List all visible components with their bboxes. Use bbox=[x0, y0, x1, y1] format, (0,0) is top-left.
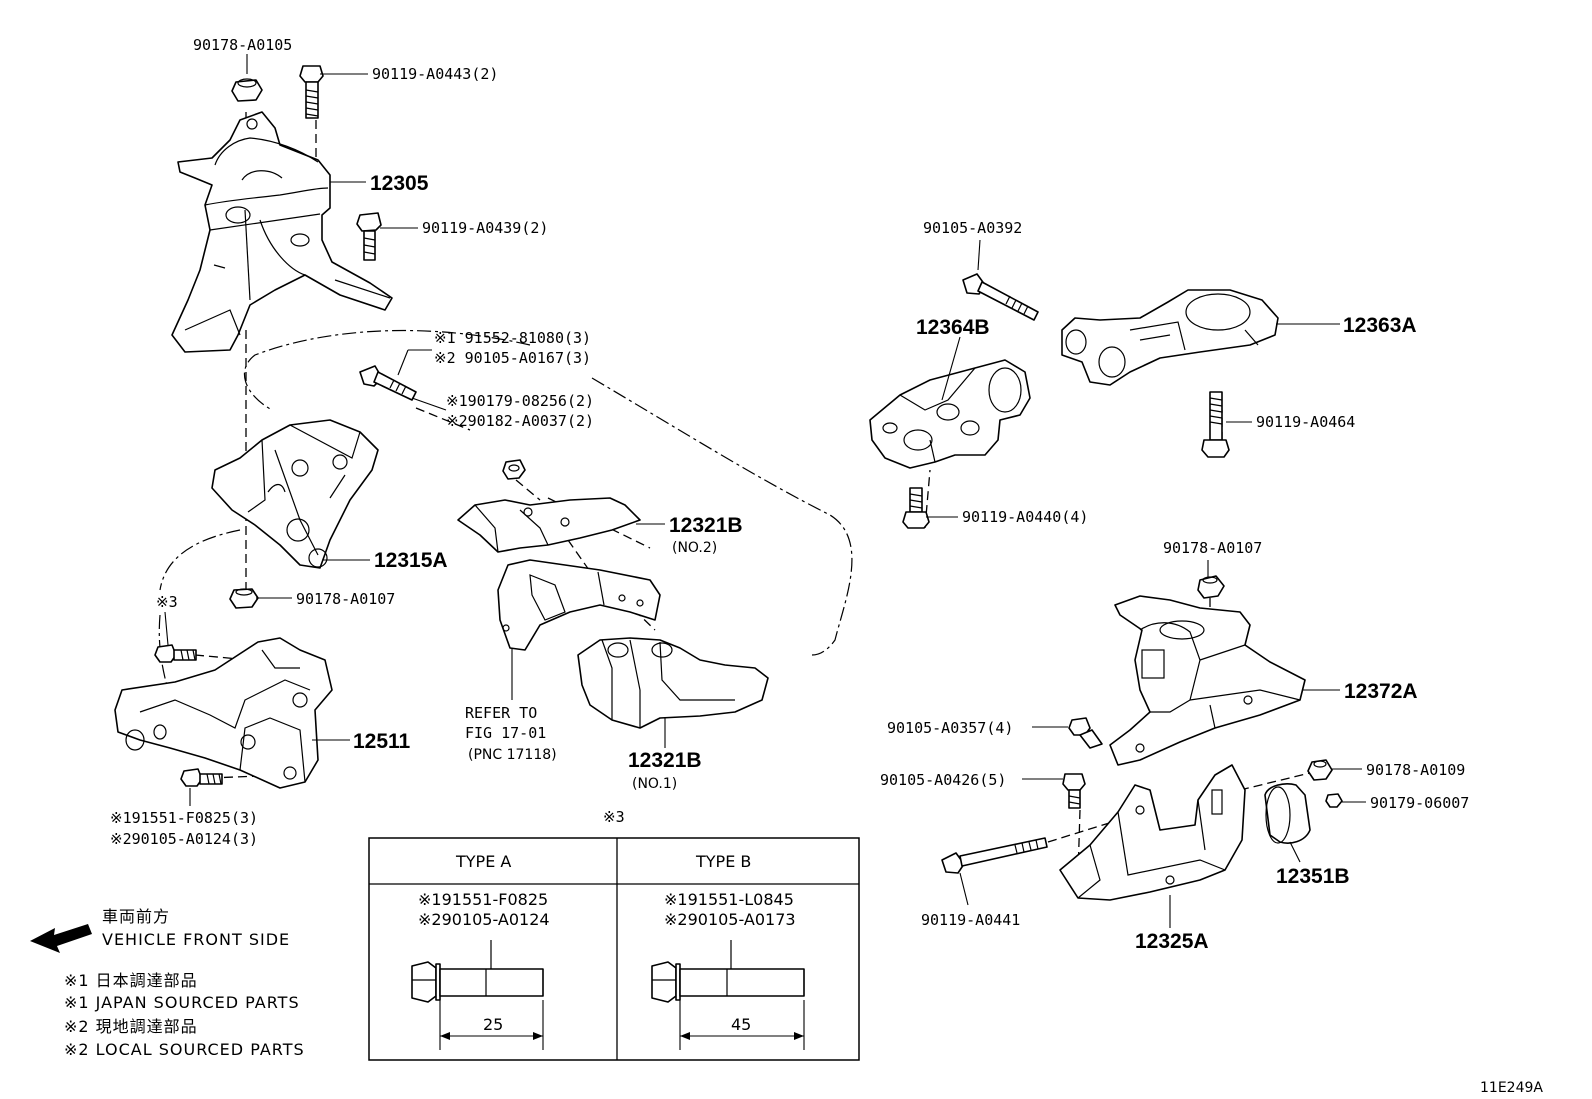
part-12351b-drawing bbox=[1264, 783, 1311, 844]
bolt-90105-a0426-drawing bbox=[1062, 773, 1086, 809]
label-90119-a0464: 90119-A0464 bbox=[1256, 413, 1355, 431]
nut-90178-a0105-drawing bbox=[231, 78, 263, 102]
vehicle-front-arrow-icon bbox=[30, 924, 92, 953]
bolt-90119-a0464-drawing bbox=[1201, 391, 1230, 458]
label-refer-line3: (PNC 17118) bbox=[468, 747, 557, 763]
type-b-dimension: 45 bbox=[731, 1015, 751, 1034]
type-a-header: TYPE A bbox=[455, 852, 511, 871]
note1-jp: ※1 日本調達部品 bbox=[64, 971, 198, 990]
label-12325a: 12325A bbox=[1135, 930, 1209, 953]
label-12315a: 12315A bbox=[374, 549, 448, 572]
label-12321b-no2-sub: (NO.2) bbox=[672, 540, 717, 556]
bolt-91552-81080-drawing bbox=[359, 365, 417, 401]
label-12321b-no1: 12321B bbox=[628, 749, 702, 772]
vehicle-front-en: VEHICLE FRONT SIDE bbox=[102, 930, 290, 949]
label-12321b-no1-sub: (NO.1) bbox=[632, 776, 677, 792]
part-12321b-no1-drawing bbox=[577, 637, 769, 729]
part-12372a-drawing bbox=[1109, 595, 1306, 766]
type-a-line1: ※191551-F0825 bbox=[418, 890, 548, 909]
label-12305: 12305 bbox=[370, 172, 429, 195]
part-12325a-drawing bbox=[1059, 764, 1246, 901]
bolt-90105-a0392-drawing bbox=[962, 273, 1039, 321]
label-90119-a0441: 90119-A0441 bbox=[921, 911, 1020, 929]
label-refer-line2: FIG 17-01 bbox=[465, 724, 546, 742]
type-b-line1: ※191551-L0845 bbox=[664, 890, 794, 909]
label-90179-06007: 90179-06007 bbox=[1370, 794, 1469, 812]
bolt-91551-f0825-drawing bbox=[180, 768, 223, 787]
bolt-ref3-upper-drawing bbox=[154, 644, 197, 663]
figure-id: 11E249A bbox=[1480, 1080, 1543, 1096]
part-12315a-drawing bbox=[211, 419, 379, 569]
type-b-header: TYPE B bbox=[695, 852, 751, 871]
bolt-90119-a0440-drawing bbox=[902, 487, 930, 529]
legend-notes: 車両前方 VEHICLE FRONT SIDE ※1 日本調達部品 ※1 JAP… bbox=[64, 907, 305, 1059]
part-12363a-drawing bbox=[1061, 289, 1279, 386]
label-90178-a0105: 90178-A0105 bbox=[193, 36, 292, 54]
bracket-refer-fig-17-01-drawing bbox=[497, 559, 661, 651]
type-a-line2: ※290105-A0124 bbox=[418, 910, 550, 929]
note2-en: ※2 LOCAL SOURCED PARTS bbox=[64, 1040, 305, 1059]
bolt-type-table: ※3 TYPE A TYPE B ※191551-F0825 ※290105-A… bbox=[368, 808, 860, 1061]
label-12511: 12511 bbox=[353, 730, 411, 753]
label-90179-08256: ※190179-08256(2) bbox=[446, 392, 594, 410]
note1-en: ※1 JAPAN SOURCED PARTS bbox=[64, 993, 300, 1012]
type-a-dimension: 25 bbox=[483, 1015, 503, 1034]
label-90178-a0109: 90178-A0109 bbox=[1366, 761, 1465, 779]
vehicle-front-jp: 車両前方 bbox=[102, 907, 170, 926]
type-a-bolt-drawing bbox=[411, 940, 544, 1050]
label-90105-a0392: 90105-A0392 bbox=[923, 219, 1022, 237]
label-90178-a0107-left: 90178-A0107 bbox=[296, 590, 395, 608]
label-91551-f0825: ※191551-F0825(3) bbox=[110, 809, 258, 827]
note2-jp: ※2 現地調達部品 bbox=[64, 1017, 198, 1036]
part-12364b-drawing bbox=[869, 359, 1031, 469]
label-12372a: 12372A bbox=[1344, 680, 1418, 703]
leader-lines bbox=[164, 54, 1366, 928]
label-90182-a0037: ※290182-A0037(2) bbox=[446, 412, 594, 430]
part-12511-drawing bbox=[114, 637, 333, 789]
label-12363a: 12363A bbox=[1343, 314, 1417, 337]
type-b-bolt-drawing bbox=[651, 940, 805, 1050]
label-12351b: 12351B bbox=[1276, 865, 1350, 888]
part-12305-drawing bbox=[171, 111, 393, 353]
label-12321b-no2: 12321B bbox=[669, 514, 743, 537]
label-12364b: 12364B bbox=[916, 316, 990, 339]
label-90105-a0124: ※290105-A0124(3) bbox=[110, 830, 258, 848]
label-90119-a0443: 90119-A0443(2) bbox=[372, 65, 498, 83]
label-ref3-mark: ※3 bbox=[156, 593, 178, 611]
nut-90179-06007-drawing bbox=[1325, 793, 1343, 808]
label-90105-a0357: 90105-A0357(4) bbox=[887, 719, 1013, 737]
label-90119-a0440: 90119-A0440(4) bbox=[962, 508, 1088, 526]
nut-90178-a0107-right-drawing bbox=[1197, 575, 1225, 599]
bolt-90119-a0439-drawing bbox=[356, 212, 382, 261]
label-90105-a0167: ※2 90105-A0167(3) bbox=[434, 349, 591, 367]
nut-90178-a0107-left-drawing bbox=[229, 588, 259, 609]
nut-90179-08256-drawing bbox=[502, 459, 526, 480]
part-labels: 90178-A0105 90119-A0443(2) 12305 90119-A… bbox=[110, 36, 1469, 953]
table-mark: ※3 bbox=[603, 808, 625, 826]
type-b-line2: ※290105-A0173 bbox=[664, 910, 796, 929]
label-91552-81080: ※1 91552-81080(3) bbox=[434, 329, 591, 347]
label-90178-a0107-right: 90178-A0107 bbox=[1163, 539, 1262, 557]
bolt-90105-a0357-drawing bbox=[1068, 717, 1103, 749]
label-90119-a0439: 90119-A0439(2) bbox=[422, 219, 548, 237]
bolt-90119-a0441-drawing bbox=[941, 837, 1048, 874]
nut-90178-a0109-drawing bbox=[1307, 759, 1333, 781]
label-90105-a0426: 90105-A0426(5) bbox=[880, 771, 1006, 789]
bolt-90119-a0443-drawing bbox=[299, 65, 324, 119]
part-12321b-no2-drawing bbox=[457, 497, 641, 553]
label-refer-line1: REFER TO bbox=[465, 704, 537, 722]
